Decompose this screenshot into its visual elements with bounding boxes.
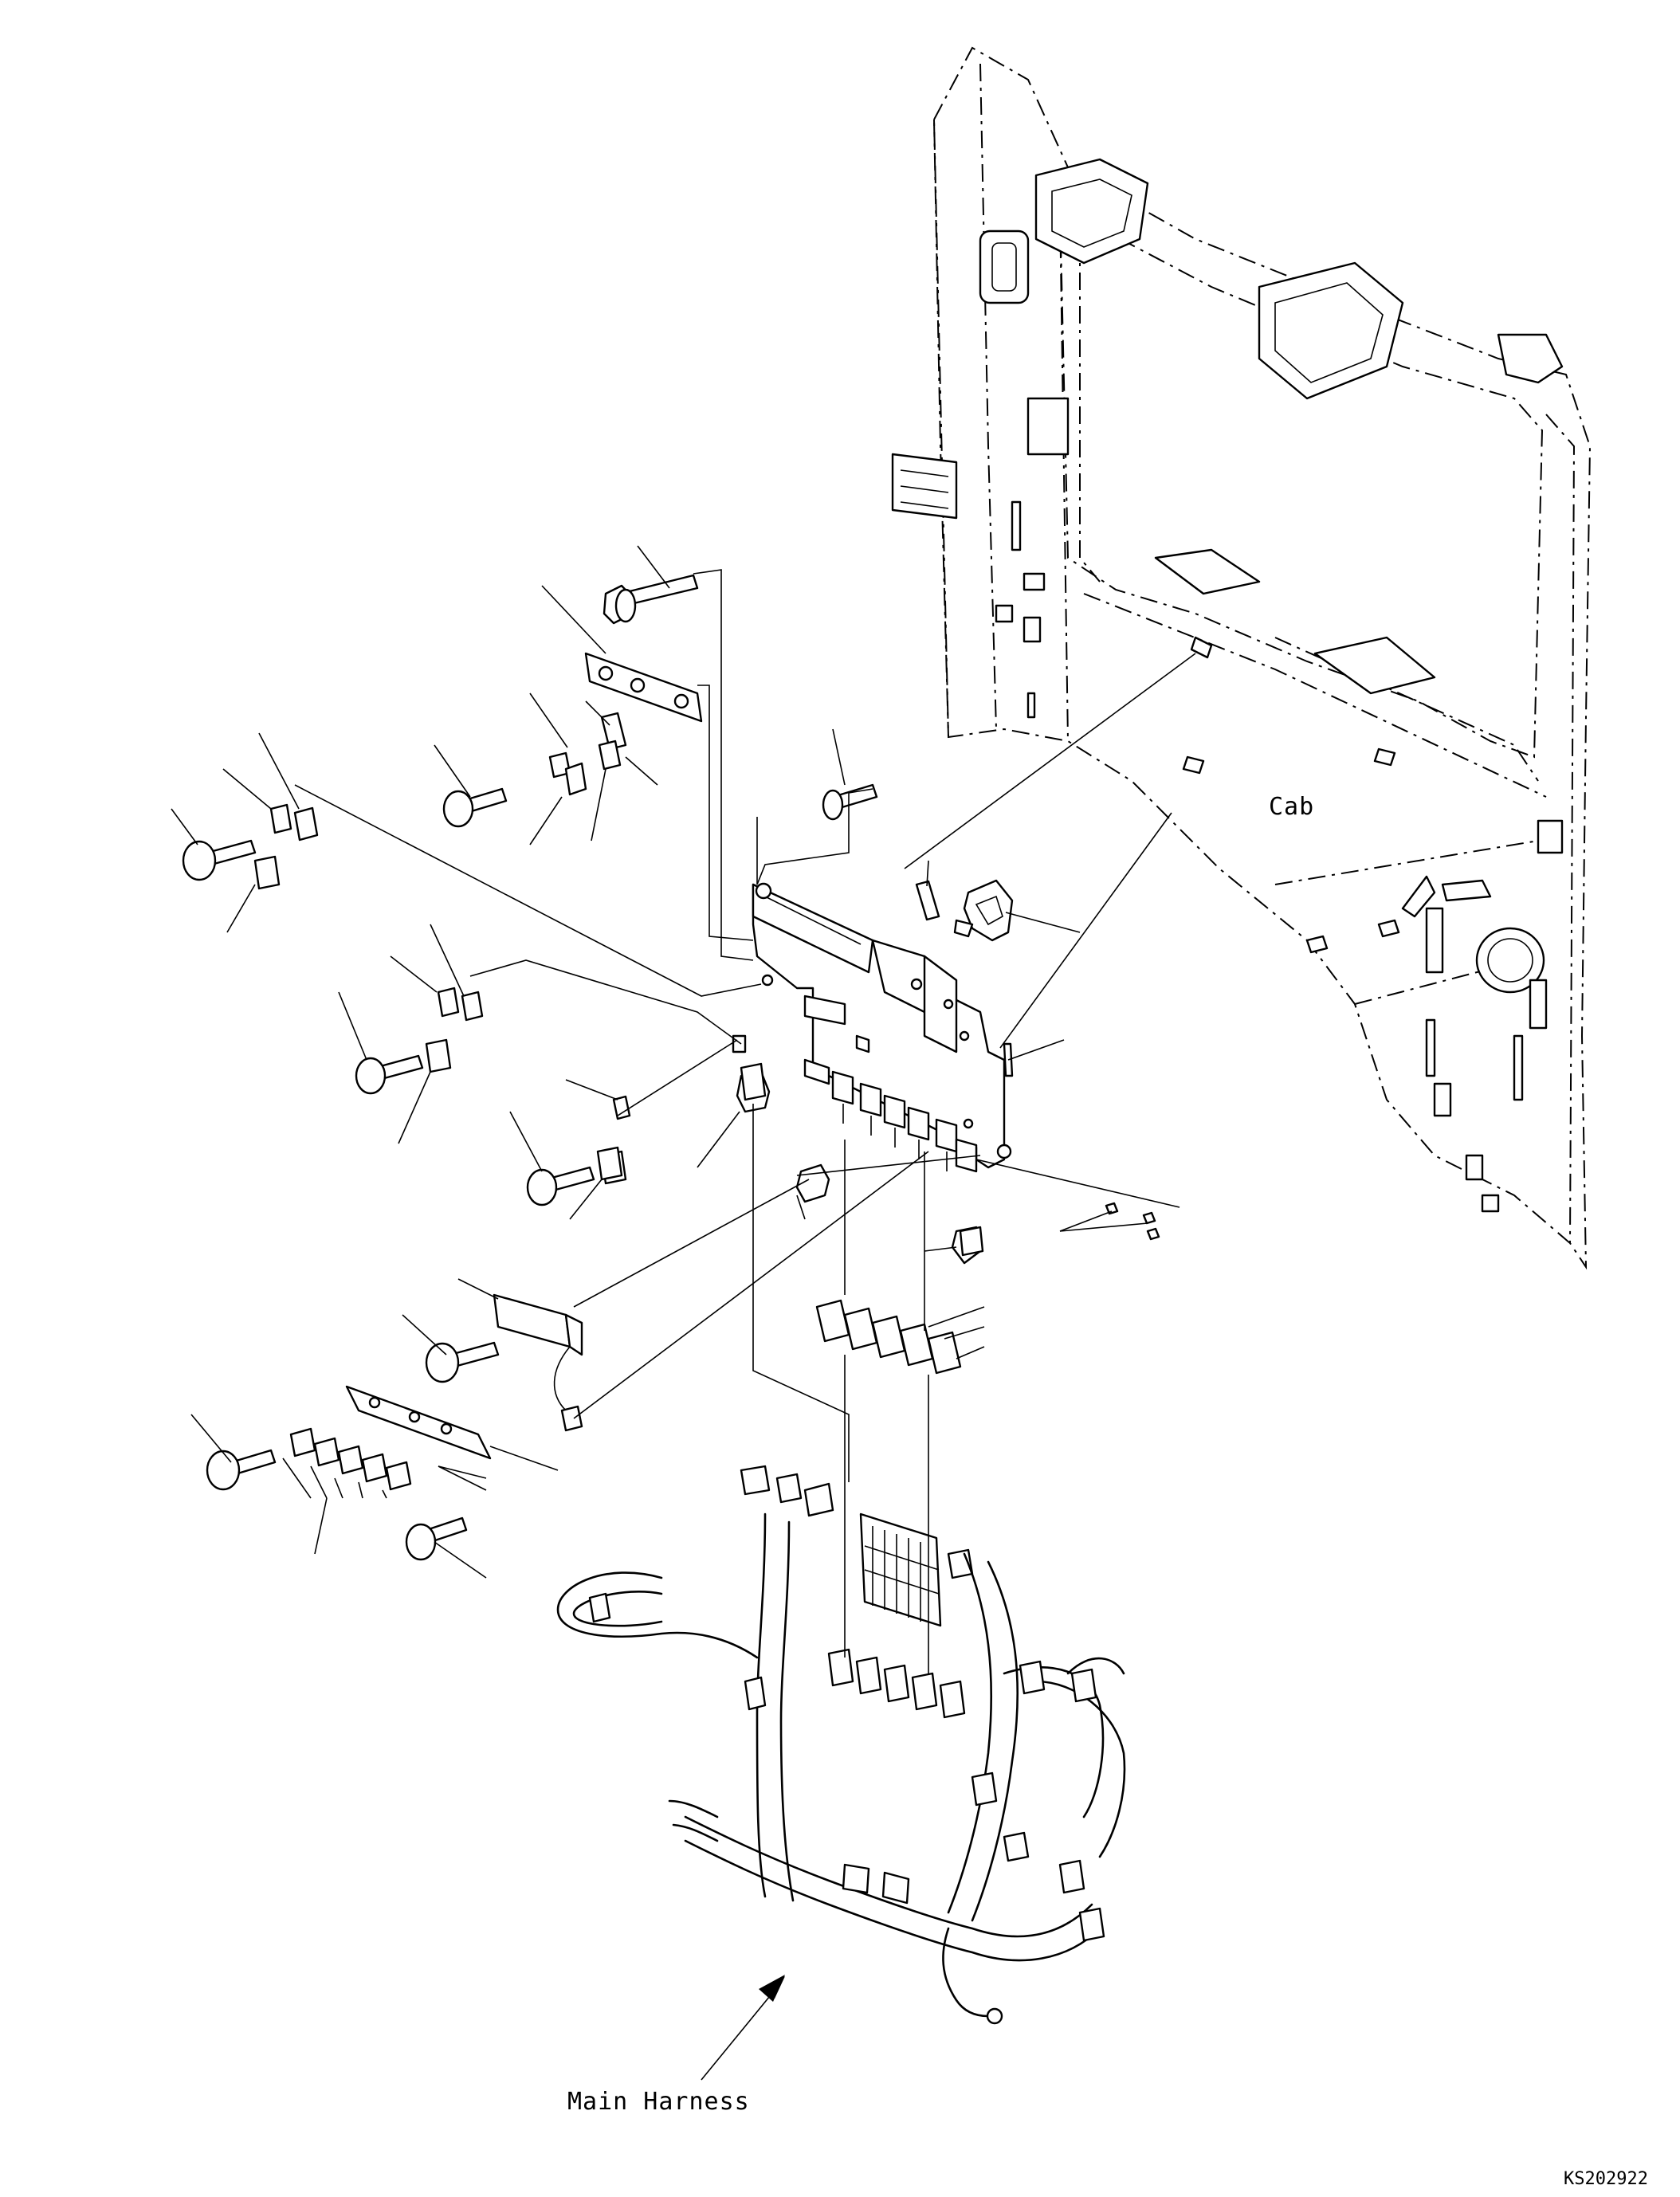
cab-frame-details (891, 158, 1564, 1213)
mounting-bracket (752, 882, 1012, 1173)
main-harness-arrowhead (759, 1975, 785, 2002)
cab-label: Cab (1269, 793, 1315, 821)
cab-frame-outline (932, 46, 1592, 1270)
bolt-parts (182, 574, 878, 1561)
plates-and-holders (253, 652, 984, 1499)
leader-lines (171, 545, 1196, 2081)
main-harness-drawing (556, 1465, 1126, 2025)
main-harness-label: Main Harness (567, 2088, 750, 2116)
drawing-code-label: KS202922 (1564, 2169, 1648, 2189)
